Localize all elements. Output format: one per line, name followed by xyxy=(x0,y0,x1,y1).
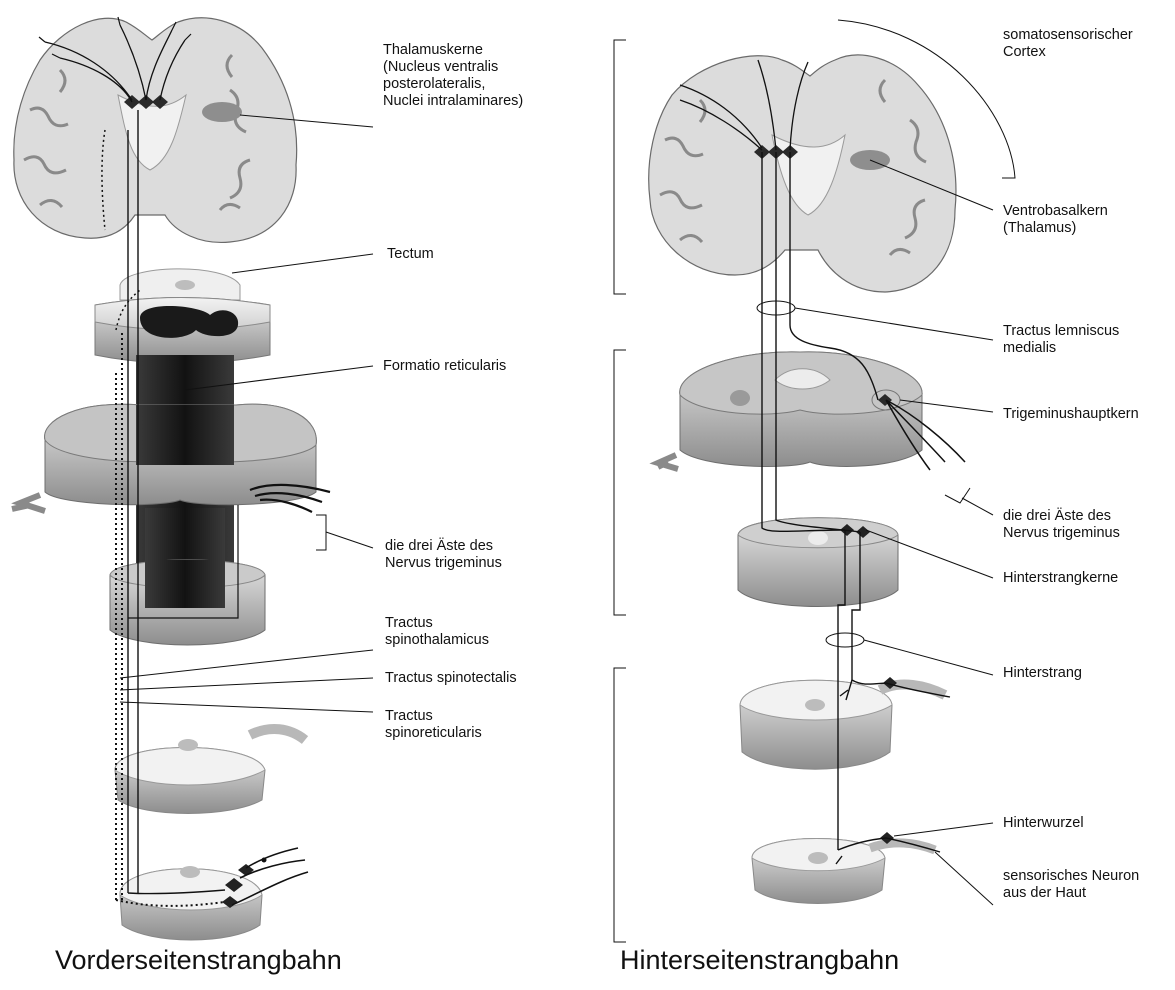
right-panel-figure xyxy=(614,20,1015,942)
right-brain-bracket xyxy=(614,40,626,294)
left-medulla-slab xyxy=(110,560,265,645)
caption-hinterseitenstrangbahn: Hinterseitenstrangbahn xyxy=(620,945,899,976)
label-hinterstrang: Hinterstrang xyxy=(1003,665,1082,682)
label-ventrobasalkern: Ventrobasalkern (Thalamus) xyxy=(1003,203,1108,237)
label-left-trigeminus-branches: die drei Äste des Nervus trigeminus xyxy=(385,538,502,572)
right-pons-slab xyxy=(658,352,965,470)
caption-vorderseitenstrangbahn: Vorderseitenstrangbahn xyxy=(55,945,342,976)
label-tractus-spinotectalis: Tractus spinotectalis xyxy=(385,670,517,687)
right-spinal-slab-upper xyxy=(740,677,945,769)
label-thalamuskerne: Thalamuskerne (Nucleus ventralis postero… xyxy=(383,42,573,110)
left-spinal-slab-upper xyxy=(115,729,305,814)
right-brain-section xyxy=(649,55,956,292)
label-tractus-lemniscus-medialis: Tractus lemniscus medialis xyxy=(1003,323,1119,357)
label-tectum: Tectum xyxy=(387,246,434,263)
label-somatosensory-cortex: somatosensorischer Cortex xyxy=(1003,27,1133,61)
left-pons-slab xyxy=(12,404,330,512)
label-tractus-spinothalamicus: Tractus spinothalamicus xyxy=(385,615,489,649)
label-tractus-spinoreticularis: Tractus spinoreticularis xyxy=(385,708,482,742)
label-right-trigeminus-branches: die drei Äste des Nervus trigeminus xyxy=(1003,508,1120,542)
label-trigeminushauptkern: Trigeminushauptkern xyxy=(1003,406,1139,423)
label-hinterwurzel: Hinterwurzel xyxy=(1003,815,1084,832)
label-hinterstrangkerne: Hinterstrangkerne xyxy=(1003,570,1118,587)
label-formatio-reticularis: Formatio reticularis xyxy=(383,358,506,375)
left-panel-figure xyxy=(12,17,373,940)
left-brain-section xyxy=(14,17,297,242)
label-sensory-neuron: sensorisches Neuron aus der Haut xyxy=(1003,868,1139,902)
